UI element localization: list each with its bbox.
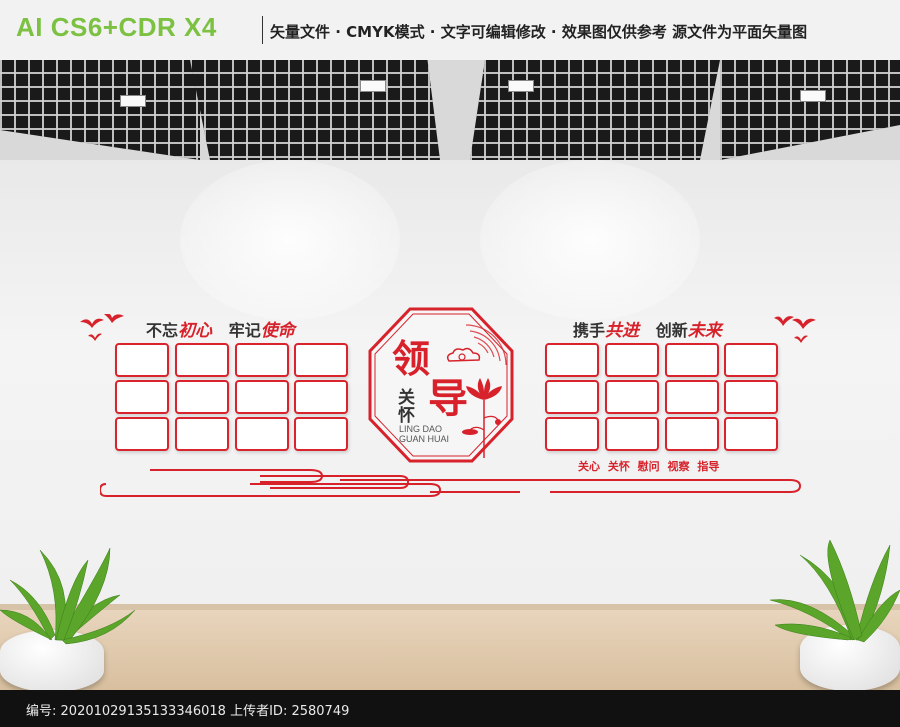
ceiling-grid-center-left [190, 60, 440, 160]
ceiling-light-icon [120, 95, 146, 107]
photo-frame [115, 343, 169, 377]
photo-frame [665, 380, 719, 414]
uploader-value: 2580749 [291, 704, 350, 719]
banner-divider [262, 16, 263, 44]
ceiling-grid-left [0, 60, 200, 160]
photo-frame [665, 343, 719, 377]
file-description: 矢量文件 · CMYK模式 · 文字可编辑修改 · 效果图仅供参考 源文件为平面… [270, 23, 808, 41]
slogan-text: 携手 [573, 321, 606, 340]
slogan-text: 创新 [655, 321, 688, 340]
photo-frame [235, 380, 289, 414]
photo-frame [724, 343, 778, 377]
slogan-highlight: 初心 [178, 321, 213, 341]
photo-frame [175, 343, 229, 377]
photo-frame [605, 417, 659, 451]
photo-frame [545, 380, 599, 414]
photo-frame [294, 417, 348, 451]
photo-frame [115, 380, 169, 414]
leaves-icon [0, 547, 136, 645]
photo-frame [235, 417, 289, 451]
photo-frame [545, 417, 599, 451]
photo-frame [235, 343, 289, 377]
slogan-text: 不忘 [146, 321, 179, 340]
slogan-highlight: 共进 [605, 321, 640, 341]
photo-frame [175, 380, 229, 414]
center-octagon-panel [366, 305, 516, 465]
ceiling-grid-center-right [470, 60, 720, 160]
ceiling-light-icon [508, 80, 534, 92]
footer-info: 编号: 20201029135133346018 上传者ID: 2580749 [26, 700, 349, 719]
slogan-highlight: 使命 [260, 321, 295, 341]
ceiling-light-icon [800, 90, 826, 102]
left-slogan: 不忘初心 牢记使命 [146, 316, 295, 341]
leaves-icon [770, 540, 900, 643]
subtitle-char: 怀 [398, 406, 415, 426]
slogan-highlight: 未来 [687, 321, 722, 341]
ceiling-light-icon [360, 80, 386, 92]
slogan-text: 牢记 [228, 321, 261, 340]
photo-frame [175, 417, 229, 451]
photo-frame [665, 417, 719, 451]
footer-bar: 编号: 20201029135133346018 上传者ID: 2580749 [0, 690, 900, 727]
keywords-row: 关心 关怀 慰问 视察 指导 [578, 460, 720, 473]
pinyin-subtitle: LING DAO GUAN HUAI [399, 424, 449, 444]
wall-light-glow [180, 160, 400, 320]
id-label: 编号: [26, 704, 57, 719]
lotus-icon [462, 378, 502, 458]
subtitle-char: 关 [398, 388, 415, 408]
bird-flock-icon [774, 316, 816, 343]
wall-light-glow [480, 160, 700, 320]
cloud-icon [446, 347, 481, 362]
ceiling [0, 60, 900, 160]
pinyin-line: LING DAO [399, 424, 443, 434]
photo-frame [605, 343, 659, 377]
photo-frame [605, 380, 659, 414]
photo-frame [545, 343, 599, 377]
photo-frame [724, 380, 778, 414]
photo-frame [294, 380, 348, 414]
cloud-line-decoration [100, 469, 802, 497]
ceiling-grid-right [720, 60, 900, 160]
uploader-label: 上传者ID: [230, 704, 288, 719]
right-slogan: 携手共进 创新未来 [573, 316, 722, 341]
title-char-dao: 导 [428, 375, 468, 422]
baseboard [0, 604, 900, 612]
photo-frame [294, 343, 348, 377]
photo-frame [724, 417, 778, 451]
top-banner: AI CS6+CDR X4 矢量文件 · CMYK模式 · 文字可编辑修改 · … [0, 0, 900, 60]
title-char-ling: 领 [392, 336, 431, 381]
wooden-floor [0, 610, 900, 690]
photo-frame [115, 417, 169, 451]
bird-flock-icon [80, 314, 124, 341]
software-label: AI CS6+CDR X4 [16, 12, 217, 42]
pinyin-line: GUAN HUAI [399, 434, 450, 444]
id-value: 20201029135133346018 [60, 704, 226, 719]
